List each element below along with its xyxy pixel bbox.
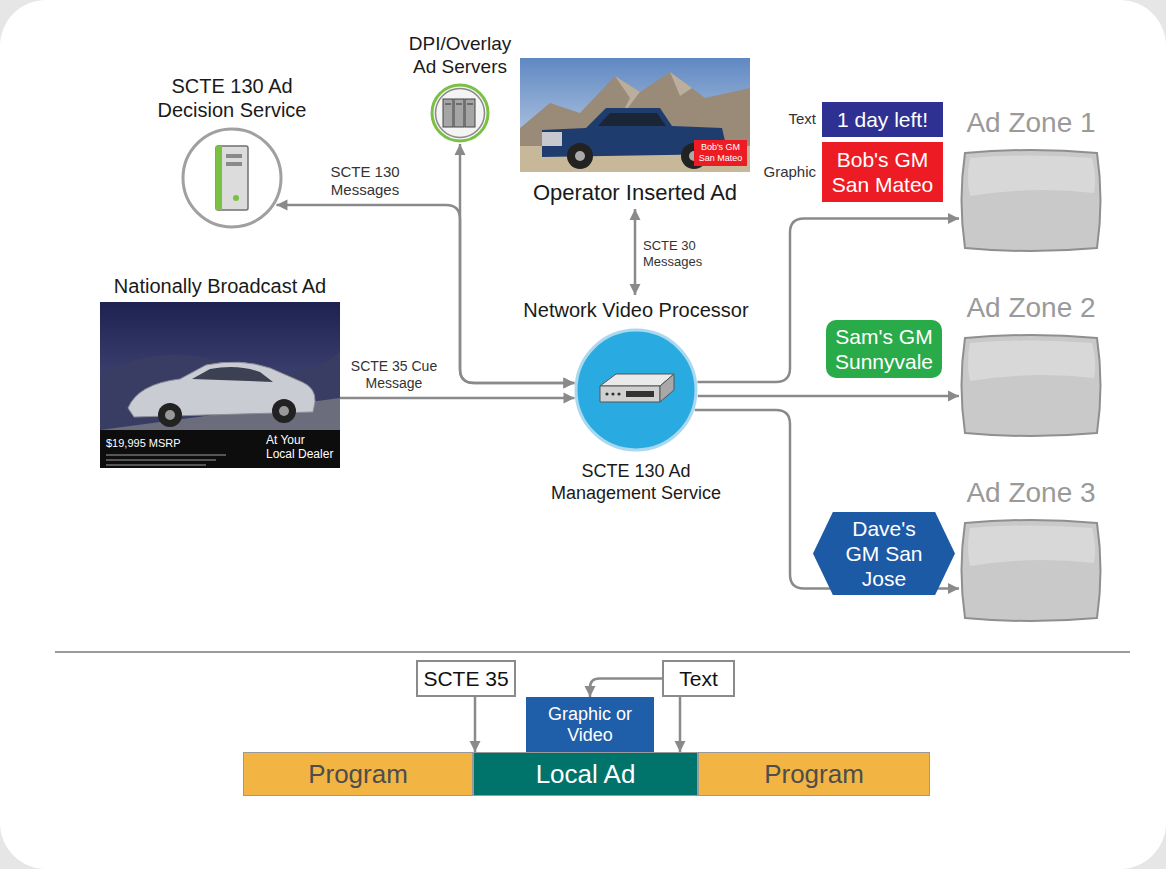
arrowhead [564,393,575,404]
arrowhead [563,378,574,389]
tv-shape [956,333,1106,438]
ad-zone: Ad Zone 2 [955,291,1107,438]
divider-line [55,651,1130,653]
node-label: Network Video Processor [486,298,786,322]
cue-box: Text [662,660,735,697]
connector [698,391,959,402]
node-label: Program [764,759,864,789]
arrowhead [675,741,686,752]
servers-shape [429,82,491,144]
node-label: Ad Zone 2 [955,291,1107,325]
node-label: Program [308,759,408,789]
arrowhead [948,391,959,402]
arrowhead [455,144,466,155]
service-node: SCTE 130 Ad Decision Service [122,74,342,230]
graphic-overlay: Dave's GM San Jose [813,512,955,595]
connector [340,393,575,404]
node-label: Ad Zone 1 [955,106,1107,140]
connector [630,209,641,295]
arrowhead [948,213,959,224]
service-node: DPI/Overlay Ad Servers [400,32,520,144]
connector [675,697,686,752]
tv-shape [956,518,1106,623]
arrowhead [470,741,481,752]
node-label: Bob's GM San Mateo [827,147,938,197]
graphic-overlay: Sam's GM Sunnyvale [826,320,942,378]
processor-node: Network Video ProcessorSCTE 130 Ad Manag… [486,298,786,504]
graphic-overlay: Bob's GM San Mateo [822,142,943,202]
connector-line [590,679,662,698]
connector-line [340,397,575,400]
arrowhead [276,200,287,211]
text-overlay: 1 day left! [822,102,943,137]
connector [697,213,959,382]
connector [585,679,663,698]
timeline-band: Local Ad [473,752,698,796]
edge-label: SCTE 130 Messages [316,163,414,199]
cue-box: SCTE 35 [416,660,516,697]
overlay-type-label: Graphic [742,163,816,181]
node-label: SCTE 130 Ad Management Service [529,460,744,504]
node-label: Local Ad [536,759,636,789]
timeline-band: Program [698,752,930,796]
connector [470,697,481,752]
node-label: SCTE 35 [423,666,508,691]
node-label: Graphic or Video [531,704,649,746]
connector-line [460,144,574,383]
node-label: Nationally Broadcast Ad [100,274,340,298]
node-label: DPI/Overlay Ad Servers [401,32,519,78]
ad-zone: Ad Zone 1 [955,106,1107,253]
node-label: Operator Inserted Ad [520,180,750,206]
arrowhead [630,284,641,295]
arrowhead [630,209,641,220]
arrowhead [948,583,959,594]
arrowhead [585,686,596,697]
connector [695,410,959,594]
tower-shape [180,126,284,230]
price-text: $19,995 MSRP [106,437,226,450]
ad-image-node: Operator Inserted Ad [520,58,750,206]
node-label: Sam's GM Sunnyvale [831,324,937,374]
media-box: Graphic or Video [526,697,654,752]
arrowhead [563,378,574,389]
router-shape [574,328,698,452]
node-label: Text [679,666,718,691]
edge-label: SCTE 30 Messages [641,238,723,270]
node-label: Ad Zone 3 [955,476,1107,510]
connector-line [698,395,959,398]
tv-shape [956,148,1106,253]
node-label: 1 day left! [837,107,928,132]
ad-zone: Ad Zone 3 [955,476,1107,623]
dealer-text: At Your Local Dealer [266,433,336,461]
node-label: SCTE 130 Ad Decision Service [138,74,326,122]
overlay-type-label: Text [772,110,816,128]
connector-line [634,209,637,295]
in-image-label: Bob's GM San Mateo [694,140,747,166]
timeline-band: Program [243,752,473,796]
edge-label: SCTE 35 Cue Message [346,358,442,392]
node-label: Dave's GM San Jose [835,516,933,591]
